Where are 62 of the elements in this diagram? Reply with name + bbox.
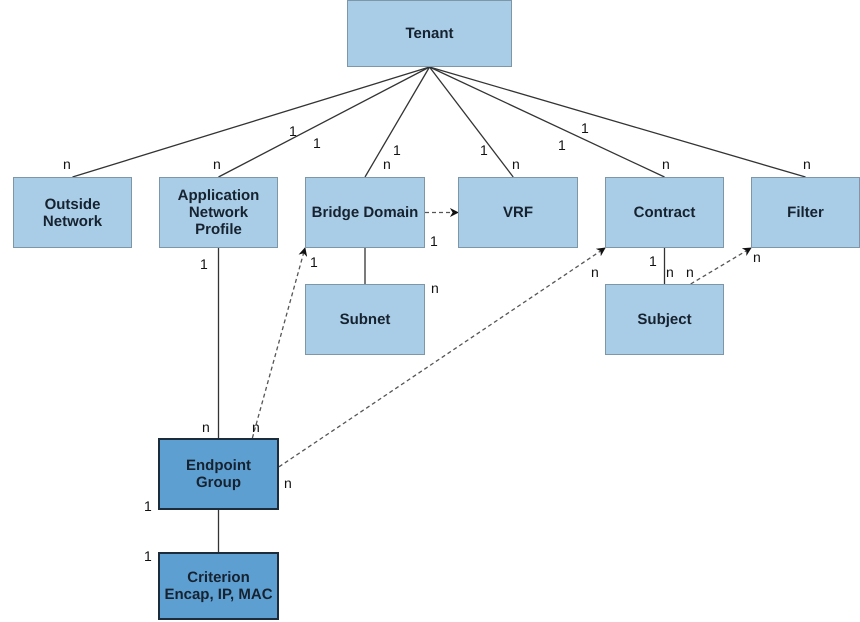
cardinality-label: 1: [144, 499, 152, 513]
entity-box: [305, 177, 425, 248]
cardinality-label: 1: [313, 136, 321, 150]
connector-line: [428, 66, 514, 178]
entity-box: [347, 0, 512, 67]
connector-line: [429, 66, 665, 178]
connector-line: [664, 248, 666, 284]
cardinality-label: n: [591, 265, 599, 279]
entity-box: [305, 284, 425, 355]
entity-name: VRF: [502, 204, 534, 221]
cardinality-label: n: [512, 157, 520, 171]
entity-name: Subject: [636, 311, 693, 328]
cardinality-label: n: [431, 281, 439, 295]
entity-box: [605, 177, 724, 248]
cardinality-label: n: [666, 265, 674, 279]
dashed-arrow: [425, 208, 459, 217]
cardinality-label: 1: [430, 234, 438, 248]
connector-line: [364, 66, 430, 178]
entity-box: [751, 177, 860, 248]
connector-line: [218, 66, 430, 178]
cardinality-label: n: [63, 157, 71, 171]
entity-name: Tenant: [404, 25, 455, 42]
connector-line: [218, 510, 220, 552]
dashed-arrow: [278, 247, 606, 468]
connector-line: [364, 248, 366, 284]
cardinality-label: n: [686, 265, 694, 279]
entity-box: [458, 177, 578, 248]
entity-name: Criterion Encap, IP, MAC: [163, 569, 274, 603]
entity-box: [158, 552, 279, 620]
entity-name: Outside Network: [42, 196, 104, 230]
entity-name: Contract: [632, 204, 696, 221]
entity-name: Filter: [786, 204, 825, 221]
cardinality-label: 1: [649, 254, 657, 268]
entity-name: Endpoint Group: [185, 457, 252, 491]
connector-line: [429, 66, 806, 178]
cardinality-label: n: [383, 157, 391, 171]
cardinality-label: 1: [144, 549, 152, 563]
entity-box: [159, 177, 278, 248]
cardinality-label: 1: [480, 143, 488, 157]
entity-box: [13, 177, 132, 248]
cardinality-label: n: [803, 157, 811, 171]
cardinality-label: 1: [581, 121, 589, 135]
entity-box: [605, 284, 724, 355]
dashed-arrow: [252, 247, 308, 438]
dashed-arrow: [690, 247, 752, 285]
cardinality-label: n: [284, 476, 292, 490]
entity-box: [158, 438, 279, 510]
cardinality-label: n: [213, 157, 221, 171]
cardinality-label: n: [753, 250, 761, 264]
entity-name: Application Network Profile: [176, 187, 260, 238]
cardinality-label: 1: [310, 255, 318, 269]
entity-name: Subnet: [338, 311, 392, 328]
cardinality-label: 1: [558, 138, 566, 152]
cardinality-label: n: [252, 420, 260, 434]
cardinality-label: 1: [393, 143, 401, 157]
entity-name: Bridge Domain: [310, 204, 420, 221]
cardinality-label: 1: [200, 257, 208, 271]
cardinality-label: n: [202, 420, 210, 434]
cardinality-label: n: [662, 157, 670, 171]
cardinality-label: 1: [289, 124, 297, 138]
connector-line: [218, 248, 220, 438]
connector-line: [72, 66, 430, 178]
